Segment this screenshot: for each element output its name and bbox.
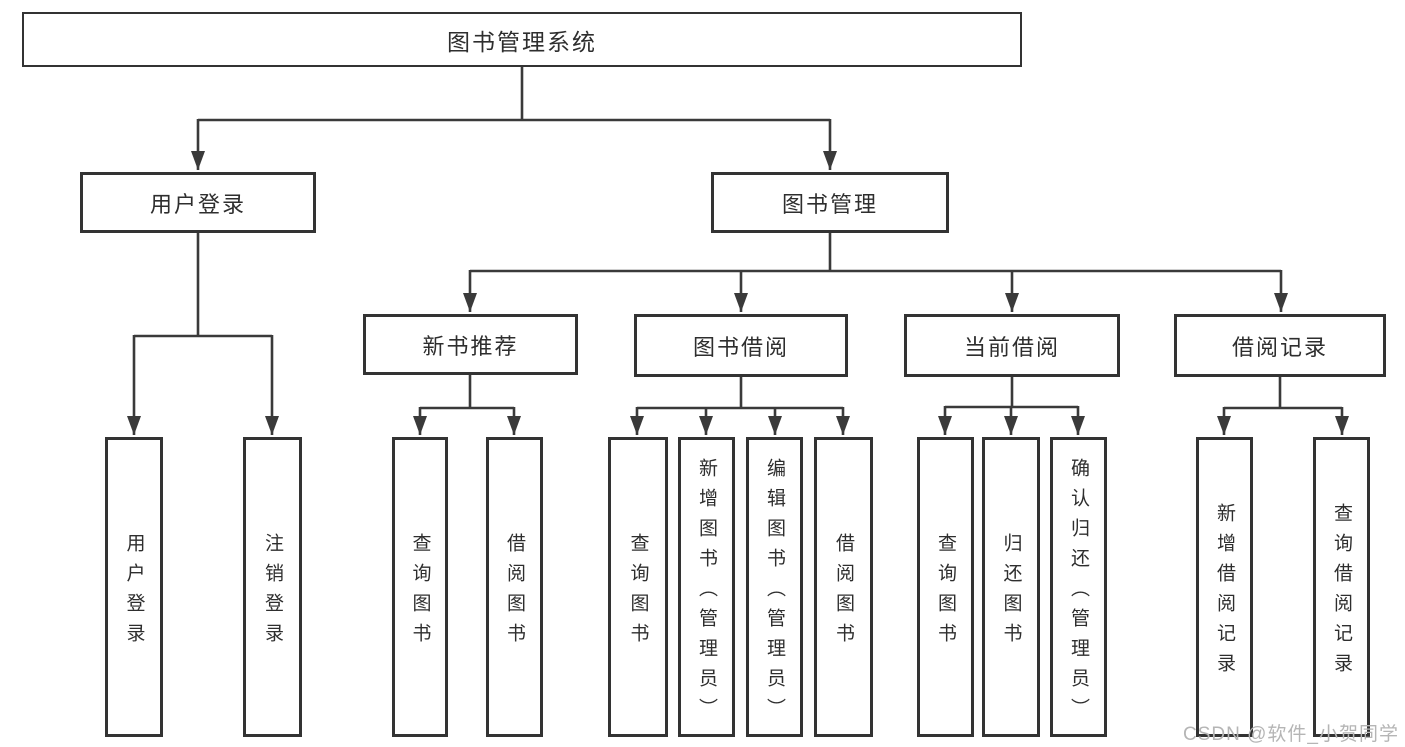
- node-current-borrowing-label: 当前借阅: [963, 334, 1060, 360]
- node-user-login: 用户登录: [80, 172, 316, 233]
- leaf-newbook-borrow-books: 借阅图书: [486, 437, 543, 737]
- leaf-logout-label: 注销登录: [262, 532, 283, 653]
- leaf-edit-books-admin: 编辑图书（管理员）: [746, 437, 803, 737]
- leaf-edit-books-admin-label: 编辑图书（管理员）: [764, 457, 785, 728]
- leaf-newbook-query-books: 查询图书: [392, 437, 448, 737]
- leaf-current-query-books: 查询图书: [917, 437, 974, 737]
- leaf-borrow-books-label: 借阅图书: [833, 532, 854, 653]
- leaf-borrow-books: 借阅图书: [814, 437, 873, 737]
- leaf-add-borrow-record-label: 新增借阅记录: [1214, 502, 1235, 683]
- leaf-confirm-return-admin: 确认归还（管理员）: [1050, 437, 1107, 737]
- leaf-confirm-return-admin-label: 确认归还（管理员）: [1068, 457, 1089, 728]
- leaf-user-login: 用户登录: [105, 437, 163, 737]
- node-current-borrowing: 当前借阅: [904, 314, 1120, 377]
- node-root: 图书管理系统: [22, 12, 1022, 67]
- leaf-borrow-query-books-label: 查询图书: [627, 532, 649, 653]
- node-book-management-label: 图书管理: [781, 191, 878, 217]
- leaf-borrow-query-books: 查询图书: [608, 437, 668, 737]
- node-borrowing-records: 借阅记录: [1174, 314, 1386, 377]
- node-new-book-recommend: 新书推荐: [363, 314, 578, 375]
- node-book-management: 图书管理: [711, 172, 949, 233]
- leaf-query-borrow-record: 查询借阅记录: [1313, 437, 1370, 737]
- leaf-add-books-admin: 新增图书（管理员）: [678, 437, 735, 737]
- leaf-return-books: 归还图书: [982, 437, 1040, 737]
- leaf-newbook-query-books-label: 查询图书: [409, 532, 431, 653]
- leaf-newbook-borrow-books-label: 借阅图书: [504, 532, 525, 653]
- leaf-add-borrow-record: 新增借阅记录: [1196, 437, 1253, 737]
- node-root-label: 图书管理系统: [447, 28, 597, 55]
- node-user-login-label: 用户登录: [149, 191, 246, 217]
- leaf-return-books-label: 归还图书: [1000, 532, 1022, 653]
- leaf-add-books-admin-label: 新增图书（管理员）: [696, 457, 717, 728]
- leaf-query-borrow-record-label: 查询借阅记录: [1331, 502, 1352, 683]
- leaf-logout: 注销登录: [243, 437, 302, 737]
- csdn-watermark: CSDN @软件_小贺同学: [1183, 724, 1399, 745]
- leaf-current-query-books-label: 查询图书: [935, 532, 956, 653]
- leaf-user-login-label: 用户登录: [123, 532, 145, 653]
- node-book-borrowing: 图书借阅: [634, 314, 848, 377]
- node-borrowing-records-label: 借阅记录: [1231, 334, 1328, 360]
- node-book-borrowing-label: 图书借阅: [692, 334, 789, 360]
- node-new-book-recommend-label: 新书推荐: [422, 333, 519, 359]
